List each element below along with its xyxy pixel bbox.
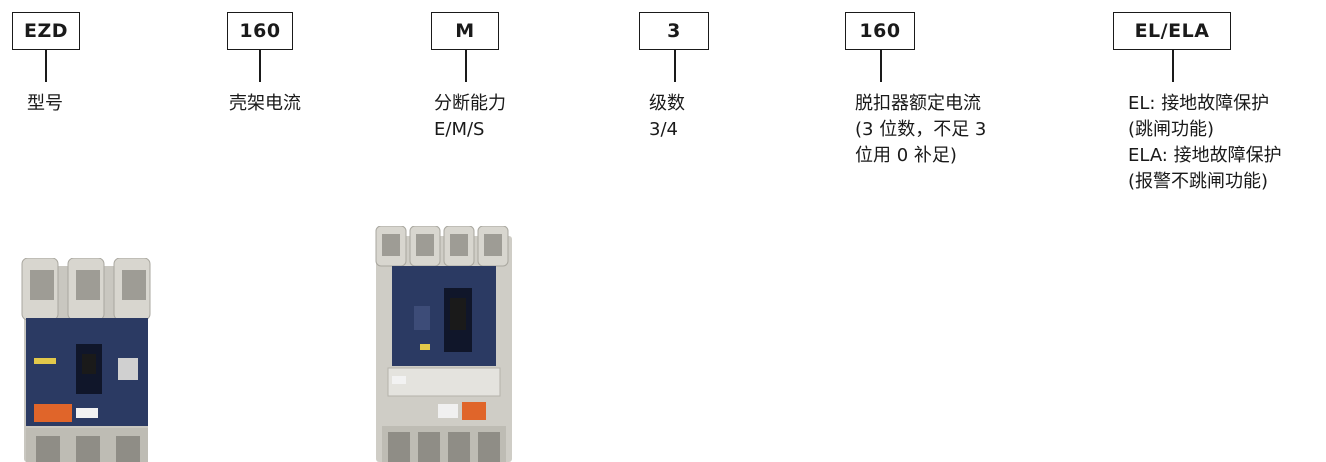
code-box-model: EZD [12, 12, 80, 50]
desc-model: 型号 [27, 93, 63, 114]
desc-earth-fault: EL: 接地故障保护 (跳闸功能) ELA: 接地故障保护 (报警不跳闸功能) [1128, 93, 1282, 192]
desc-frame-current: 壳架电流 [229, 93, 301, 114]
code-box-earth-fault: EL/ELA [1113, 12, 1231, 50]
desc-poles: 级数 3/4 [649, 93, 685, 140]
breaker-4-pole-image [375, 226, 512, 462]
connector-line [465, 50, 467, 82]
code-box-breaking-capacity: M [431, 12, 499, 50]
desc-breaking-capacity: 分断能力 E/M/S [434, 93, 506, 140]
connector-line [880, 50, 882, 82]
code-box-trip-rating: 160 [845, 12, 915, 50]
code-box-frame-current: 160 [227, 12, 293, 50]
code-box-poles: 3 [639, 12, 709, 50]
connector-line [259, 50, 261, 82]
connector-line [45, 50, 47, 82]
connector-line [674, 50, 676, 82]
connector-line [1172, 50, 1174, 82]
desc-trip-rating: 脱扣器额定电流 (3 位数，不足 3 位用 0 补足) [855, 93, 987, 166]
breaker-3-pole-image [21, 258, 151, 462]
